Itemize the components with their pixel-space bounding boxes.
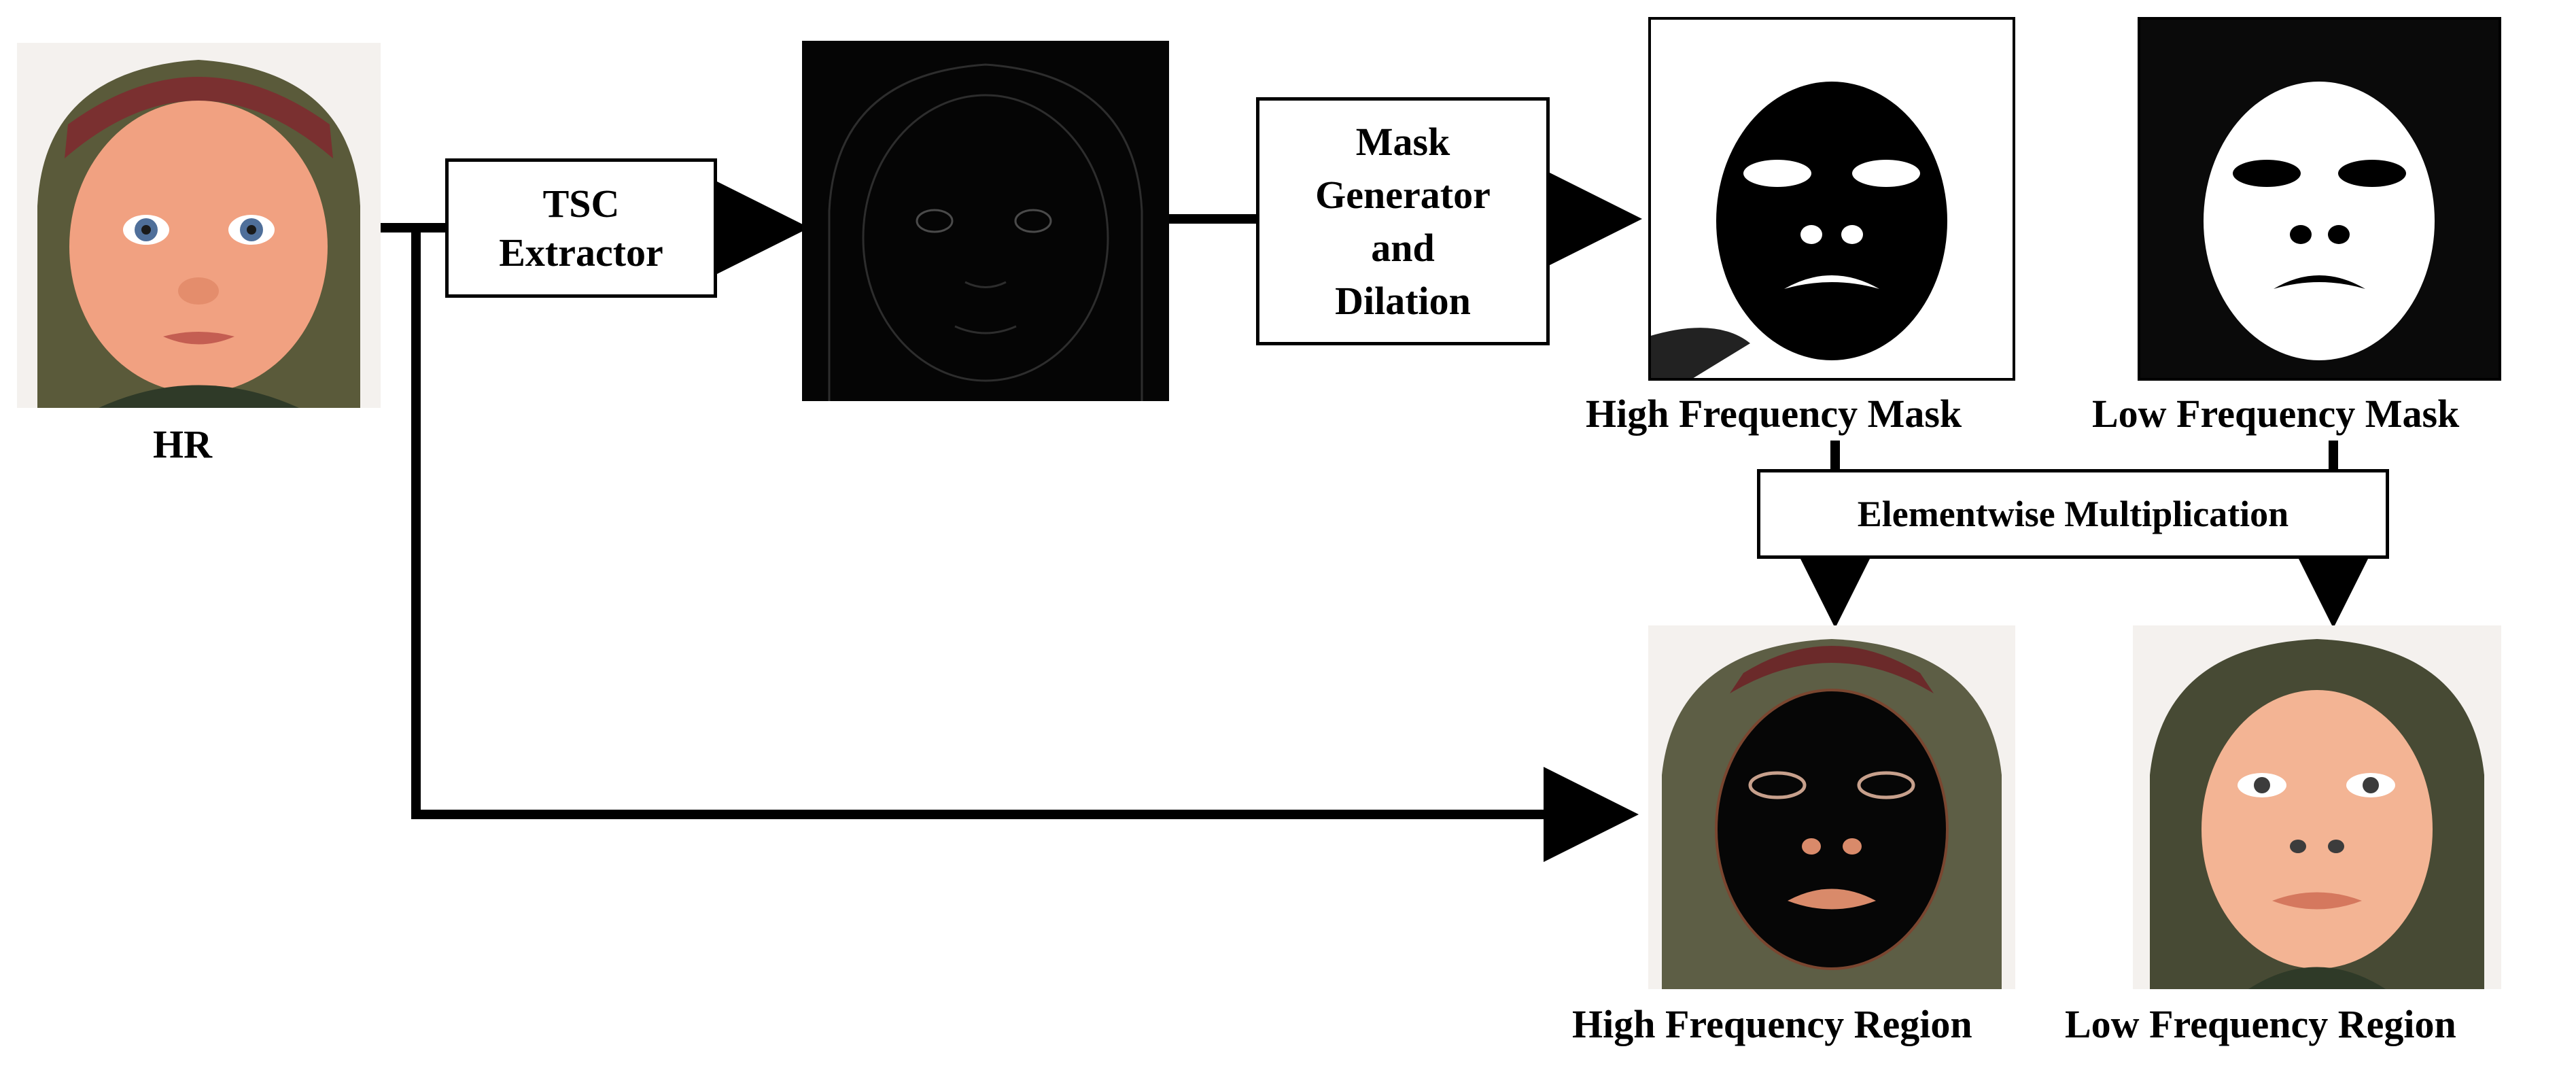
tsc-line-1: TSC [542, 181, 620, 226]
maskgen-line-3: and [1371, 225, 1435, 270]
low-frequency-mask-label: Low Frequency Mask [2092, 392, 2460, 436]
elementwise-multiplication-text: Elementwise Multiplication [1857, 494, 2289, 534]
tsc-extractor-box: TSC Extractor [445, 158, 717, 298]
maskgen-line-2: Generator [1315, 172, 1491, 217]
elementwise-multiplication-box: Elementwise Multiplication [1757, 469, 2389, 559]
high-frequency-mask-label: High Frequency Mask [1586, 392, 1962, 436]
low-frequency-mask-image [2138, 17, 2501, 381]
low-frequency-region-image [2133, 625, 2501, 989]
high-frequency-region-image [1648, 625, 2015, 989]
low-frequency-region-label: Low Frequency Region [2065, 1002, 2456, 1046]
high-frequency-mask-image [1648, 17, 2015, 381]
tsc-line-2: Extractor [499, 230, 663, 275]
hr-label: HR [153, 422, 212, 466]
maskgen-line-1: Mask [1355, 119, 1450, 164]
mask-generator-box: Mask Generator and Dilation [1256, 97, 1550, 345]
high-frequency-region-label: High Frequency Region [1572, 1002, 1972, 1046]
tsc-map-image [802, 41, 1169, 401]
hr-image [17, 43, 381, 408]
maskgen-line-4: Dilation [1335, 278, 1471, 323]
